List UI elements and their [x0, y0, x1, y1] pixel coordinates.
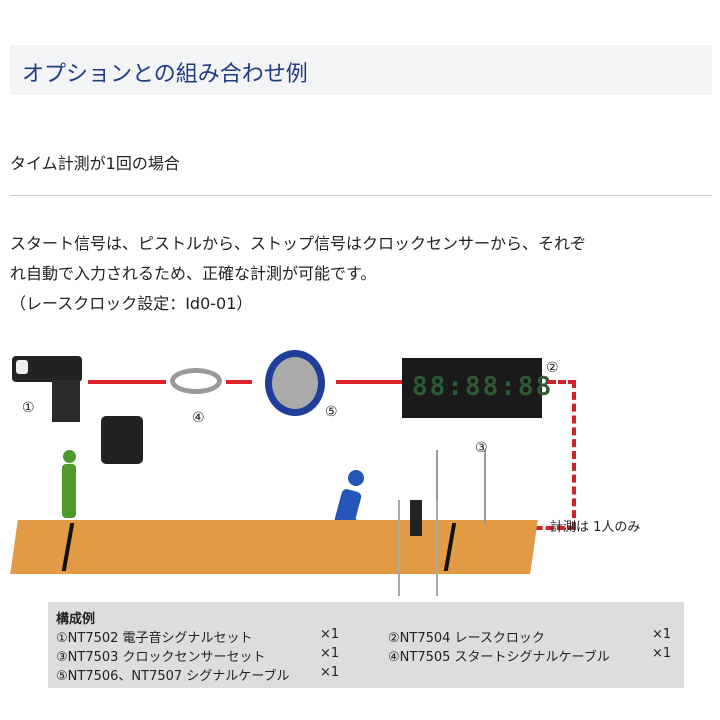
config-item-qty: ×1: [652, 627, 672, 642]
sensor-tripod-image: [436, 450, 486, 524]
label-2: ②: [546, 360, 559, 376]
description-line-2: れ自動で入力されるため、正確な計測が可能です。: [10, 264, 377, 283]
section-header: [10, 45, 712, 95]
starter-person-icon: [56, 440, 82, 518]
signal-cable-image: [170, 368, 222, 394]
measurement-note: 計測は 1人のみ: [550, 520, 641, 535]
sensor-cable-line: [572, 380, 576, 530]
label-4: ④: [192, 410, 205, 426]
cable-line: [88, 380, 166, 384]
config-item-name: ②NT7504 レースクロック: [388, 631, 545, 646]
cable-line: [336, 380, 402, 384]
label-5: ⑤: [325, 404, 338, 420]
label-1: ①: [22, 400, 35, 416]
divider: [10, 195, 712, 196]
description-line-3: （レースクロック設定：Id0-01）: [10, 294, 253, 313]
diagram: 88:88:88 ① ④ ⑤ ② ③ 計測は 1人のみ: [0, 340, 720, 600]
config-heading: 構成例: [56, 612, 96, 627]
description-line-1: スタート信号は、ピストルから、ストップ信号はクロックセンサーから、それぞ: [10, 234, 587, 253]
config-item-name: ③NT7503 クロックセンサーセット: [56, 650, 266, 665]
track: [10, 520, 538, 574]
cable-reel-image: [265, 350, 325, 416]
config-item-name: ⑤NT7506、NT7507 シグナルケーブル: [56, 669, 290, 684]
config-item-qty: ×1: [320, 665, 340, 680]
subsection-title: タイム計測が1回の場合: [10, 154, 180, 173]
speaker-image: [101, 416, 143, 464]
race-clock-image: 88:88:88: [402, 358, 551, 418]
label-3: ③: [475, 440, 488, 456]
config-item-name: ①NT7502 電子音シグナルセット: [56, 631, 253, 646]
section-title: オプションとの組み合わせ例: [22, 62, 308, 87]
reflector-tripod-image: [398, 500, 438, 596]
config-item-qty: ×1: [320, 646, 340, 661]
config-item-qty: ×1: [320, 627, 340, 642]
sensor-cable-line: [548, 380, 576, 384]
pistol-image: [12, 352, 86, 424]
config-item-name: ④NT7505 スタートシグナルケーブル: [388, 650, 610, 665]
runner-icon: [322, 470, 378, 548]
config-item-qty: ×1: [652, 646, 672, 661]
configuration-box: 構成例 ①NT7502 電子音シグナルセット ×1 ②NT7504 レースクロッ…: [48, 602, 684, 688]
cable-line: [226, 380, 252, 384]
